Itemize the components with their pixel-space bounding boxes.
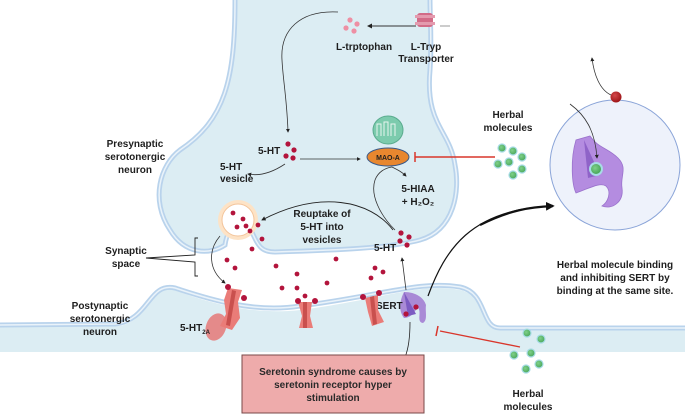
sert-inhibition-line: [439, 330, 521, 348]
l-tryp-transporter: [415, 13, 435, 27]
herbal-top-label-1: Herbal: [492, 110, 523, 121]
synthesis-arrow: [281, 11, 339, 133]
summary-box: Seretonin syndrome causes by seretonin r…: [241, 354, 425, 414]
mao-a-label: MAO-A: [376, 155, 400, 162]
herbal-molecules-bottom: [509, 328, 546, 374]
5ht-vesicle-label-1: 5-HT: [220, 162, 242, 173]
sert-binding-inset: [549, 57, 681, 231]
summary-line-1: Seretonin syndrome causes by: [259, 367, 407, 378]
postsynaptic-label-2: serotonergic: [70, 314, 131, 325]
herbal-bottom-label-2: molecules: [504, 402, 553, 413]
synaptic-space-label-2: space: [112, 259, 141, 270]
sert-transporter: [400, 292, 426, 323]
synaptic-space-label-1: Synaptic: [105, 246, 147, 257]
summary-line-2: seretonin receptor hyper: [274, 380, 392, 391]
herbal-bottom-label-1: Herbal: [512, 389, 543, 400]
postsynaptic-label-1: Postynaptic: [72, 301, 129, 312]
receptor-middle: [295, 298, 318, 328]
5ht2a-receptor: [205, 284, 247, 341]
inset-caption-3: binding at the same site.: [557, 286, 674, 297]
5ht-to-mao-curve: [373, 166, 396, 231]
receptor-right: [360, 290, 384, 326]
summary-line-3: stimulation: [306, 393, 359, 404]
5ht-lower-label: 5-HT: [374, 243, 396, 254]
postsynaptic-label-3: neuron: [83, 327, 117, 338]
sert-label: SERT: [376, 301, 403, 312]
5hiaa-label: 5-HIAA: [401, 184, 434, 195]
serotonin-cluster-lower: [397, 230, 412, 248]
herbal-molecules-top: [493, 143, 527, 180]
reuptake-label-2: 5-HT into: [300, 222, 343, 233]
reuptake-arrow: [261, 201, 394, 231]
synaptic-space-bracket: [145, 237, 198, 277]
reuptake-label-3: vesicles: [303, 235, 342, 246]
herbal-top-label-2: molecules: [484, 123, 533, 134]
presynaptic-label-2: serotonergic: [105, 152, 166, 163]
inset-caption-2: and inhibiting SERT by: [560, 273, 670, 284]
receptor-label: 5-HT2A: [180, 323, 211, 336]
exocytosis-arrow: [211, 235, 226, 284]
h2o2-label: + H₂O₂: [402, 197, 435, 208]
l-tryptophan-label: L-trptophan: [336, 42, 392, 53]
5ht-vesicle-label-2: vesicle: [220, 174, 254, 185]
serotonin-cluster-top: [283, 141, 297, 161]
postsynaptic-neuron: [0, 288, 685, 352]
5ht-vesicle: [218, 200, 258, 240]
l-tryp-transporter-label-2: Transporter: [398, 54, 454, 65]
presynaptic-label-3: neuron: [118, 165, 152, 176]
presynaptic-label-1: Presynaptic: [107, 139, 164, 150]
reuptake-label-1: Reuptake of: [293, 209, 351, 220]
mao-a-enzyme: MAO-A: [366, 147, 410, 167]
mitochondria: [372, 115, 404, 145]
tryptophan-molecules: [343, 17, 360, 34]
synaptic-serotonin: [224, 222, 386, 299]
to-vesicle-arrow: [247, 163, 286, 177]
inset-caption-1: Herbal molecule binding: [557, 260, 673, 271]
l-tryp-transporter-label-1: L-Tryp: [411, 42, 442, 53]
5ht-top-label: 5-HT: [258, 146, 280, 157]
